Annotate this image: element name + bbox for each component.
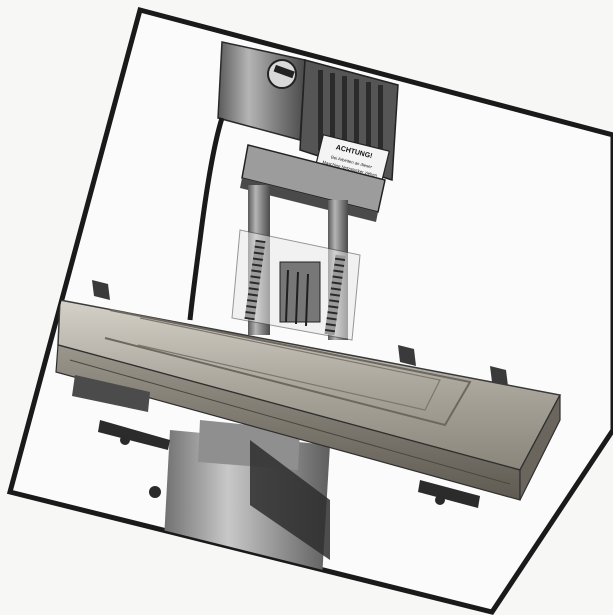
wooden-frame-workpiece xyxy=(55,299,562,501)
power-cable xyxy=(187,117,225,321)
drill-guide-assembly xyxy=(231,185,361,341)
table-support xyxy=(72,375,480,508)
table-clamps xyxy=(92,280,508,386)
machine-pedestal xyxy=(160,420,330,612)
